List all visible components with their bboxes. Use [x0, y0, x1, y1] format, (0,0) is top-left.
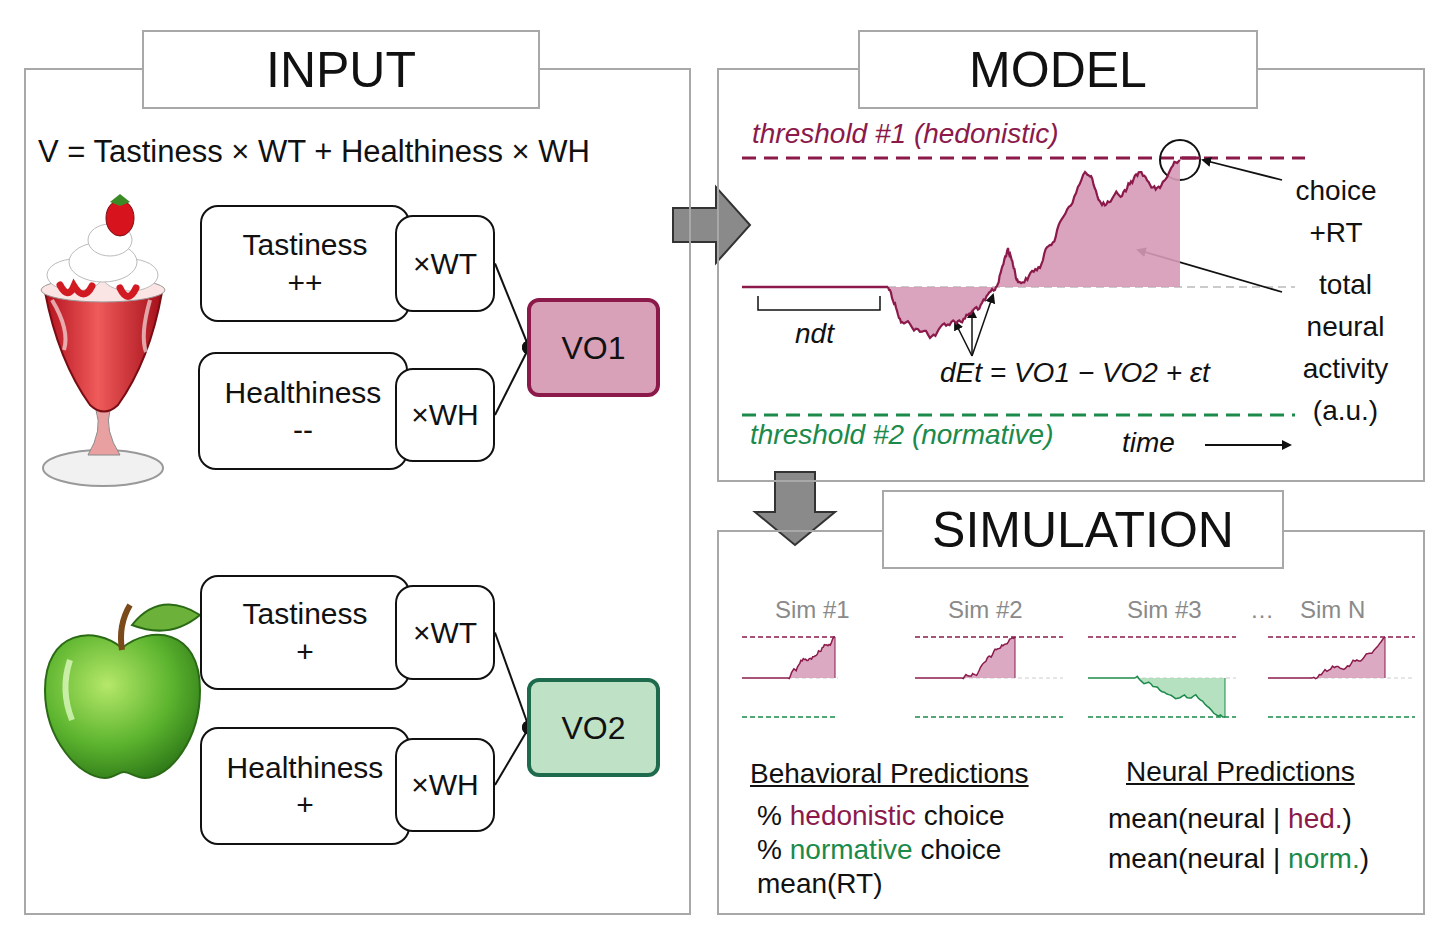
process-box: Healthiness +	[200, 727, 410, 845]
label: …	[1250, 596, 1274, 624]
label: Sim N	[1300, 596, 1365, 624]
connector-line	[495, 264, 529, 348]
label: mean(neural |	[1108, 843, 1280, 875]
process-box: VO2	[527, 678, 660, 777]
area-edge	[1015, 637, 1016, 678]
label: ndt	[795, 318, 834, 350]
flat-trace	[915, 677, 962, 679]
process-box: ×WH	[395, 738, 495, 832]
trace-end	[1180, 157, 1200, 160]
block-arrow	[755, 472, 835, 545]
process-box: Tastiness ++	[200, 205, 410, 322]
threshold-line	[742, 716, 838, 718]
connector	[673, 187, 750, 263]
connector-line	[495, 348, 529, 416]
label: threshold #1 (hedonistic)	[752, 118, 1059, 150]
box-text: ×WT	[413, 614, 477, 652]
connector	[495, 728, 529, 786]
box-text: ×WH	[411, 766, 479, 804]
block-arrow	[673, 187, 750, 263]
text-row: %normativechoice	[757, 834, 1001, 866]
flat-trace	[1268, 677, 1310, 679]
area-edge	[1385, 637, 1386, 678]
activity-area	[788, 637, 835, 679]
sim-trace	[788, 637, 835, 679]
threshold-line	[915, 636, 1063, 638]
panel-heading: MODEL	[858, 30, 1258, 109]
flat-trace	[742, 677, 788, 679]
label: mean(RT)	[757, 868, 883, 900]
label: threshold #2 (normative)	[750, 419, 1053, 451]
box-text: Tastiness +	[242, 595, 367, 670]
box-text: VO1	[561, 328, 625, 368]
connector	[495, 264, 529, 348]
connector-line	[495, 633, 529, 728]
area-edge	[835, 637, 836, 678]
label: choice	[924, 800, 1005, 832]
box-text: VO2	[561, 708, 625, 748]
sim-trace	[962, 637, 1015, 679]
process-box: ×WT	[395, 585, 495, 680]
sundae-illustration	[41, 194, 165, 486]
process-box: Tastiness +	[200, 575, 410, 690]
process-box: ×WT	[395, 215, 495, 312]
threshold-line	[742, 636, 838, 638]
simulation-plots	[742, 637, 1415, 717]
label: choice +RT	[1280, 170, 1392, 254]
process-box: VO1	[527, 298, 660, 397]
text-row: mean(neural |hed.)	[1108, 803, 1352, 835]
label: normative	[790, 834, 913, 866]
label: )	[1343, 803, 1352, 835]
label: %	[757, 800, 782, 832]
panel-heading: SIMULATION	[882, 490, 1284, 569]
box-text: ×WT	[413, 245, 477, 283]
label: total neural activity (a.u.)	[1283, 264, 1408, 432]
label: dEt = VO1 − VO2 + εt	[940, 357, 1210, 389]
flat-trace	[1088, 677, 1135, 679]
label: time	[1122, 427, 1175, 459]
label: Sim #3	[1127, 596, 1202, 624]
text-row: mean(neural |norm.)	[1108, 843, 1369, 875]
threshold-line	[915, 716, 1063, 718]
threshold-line	[1268, 636, 1415, 638]
activity-area	[1310, 637, 1385, 679]
connector-line	[495, 728, 529, 786]
apple-illustration	[45, 605, 200, 778]
activity-area	[1135, 676, 1225, 717]
label: Sim #1	[775, 596, 850, 624]
label: mean(neural |	[1108, 803, 1280, 835]
label: )	[1360, 843, 1369, 875]
label: Behavioral Predictions	[750, 758, 1029, 790]
label: choice	[921, 834, 1002, 866]
label: hed.	[1288, 803, 1343, 835]
process-box: Healthiness --	[198, 352, 408, 470]
connector	[495, 633, 529, 728]
box-text: Healthiness +	[227, 749, 384, 824]
model-plot	[742, 140, 1305, 445]
evidence-trace	[888, 160, 1180, 338]
process-box: ×WH	[395, 368, 495, 462]
connector	[755, 472, 835, 545]
label: %	[757, 834, 782, 866]
label: Sim #2	[948, 596, 1023, 624]
panel: INPUTTastiness ++×WTHealthiness --×WHVO1…	[24, 68, 691, 915]
connector	[495, 348, 529, 416]
label: hedonistic	[790, 800, 916, 832]
box-text: Tastiness ++	[242, 226, 367, 301]
activity-area	[888, 160, 1180, 338]
label: Neural Predictions	[1126, 756, 1355, 788]
panel-heading: INPUT	[142, 30, 540, 109]
threshold-line	[1088, 636, 1236, 638]
text-row: %hedonisticchoice	[757, 800, 1005, 832]
label: norm.	[1288, 843, 1360, 875]
sim-trace	[1135, 676, 1225, 717]
box-text: Healthiness --	[225, 374, 382, 449]
box-text: ×WH	[411, 396, 479, 434]
threshold-line	[1268, 716, 1415, 718]
activity-area	[962, 637, 1015, 679]
area-edge	[1225, 678, 1226, 717]
threshold-line	[1088, 716, 1236, 718]
sim-trace	[1310, 637, 1385, 679]
label: V = Tastiness × WT + Healthiness × WH	[38, 134, 590, 170]
